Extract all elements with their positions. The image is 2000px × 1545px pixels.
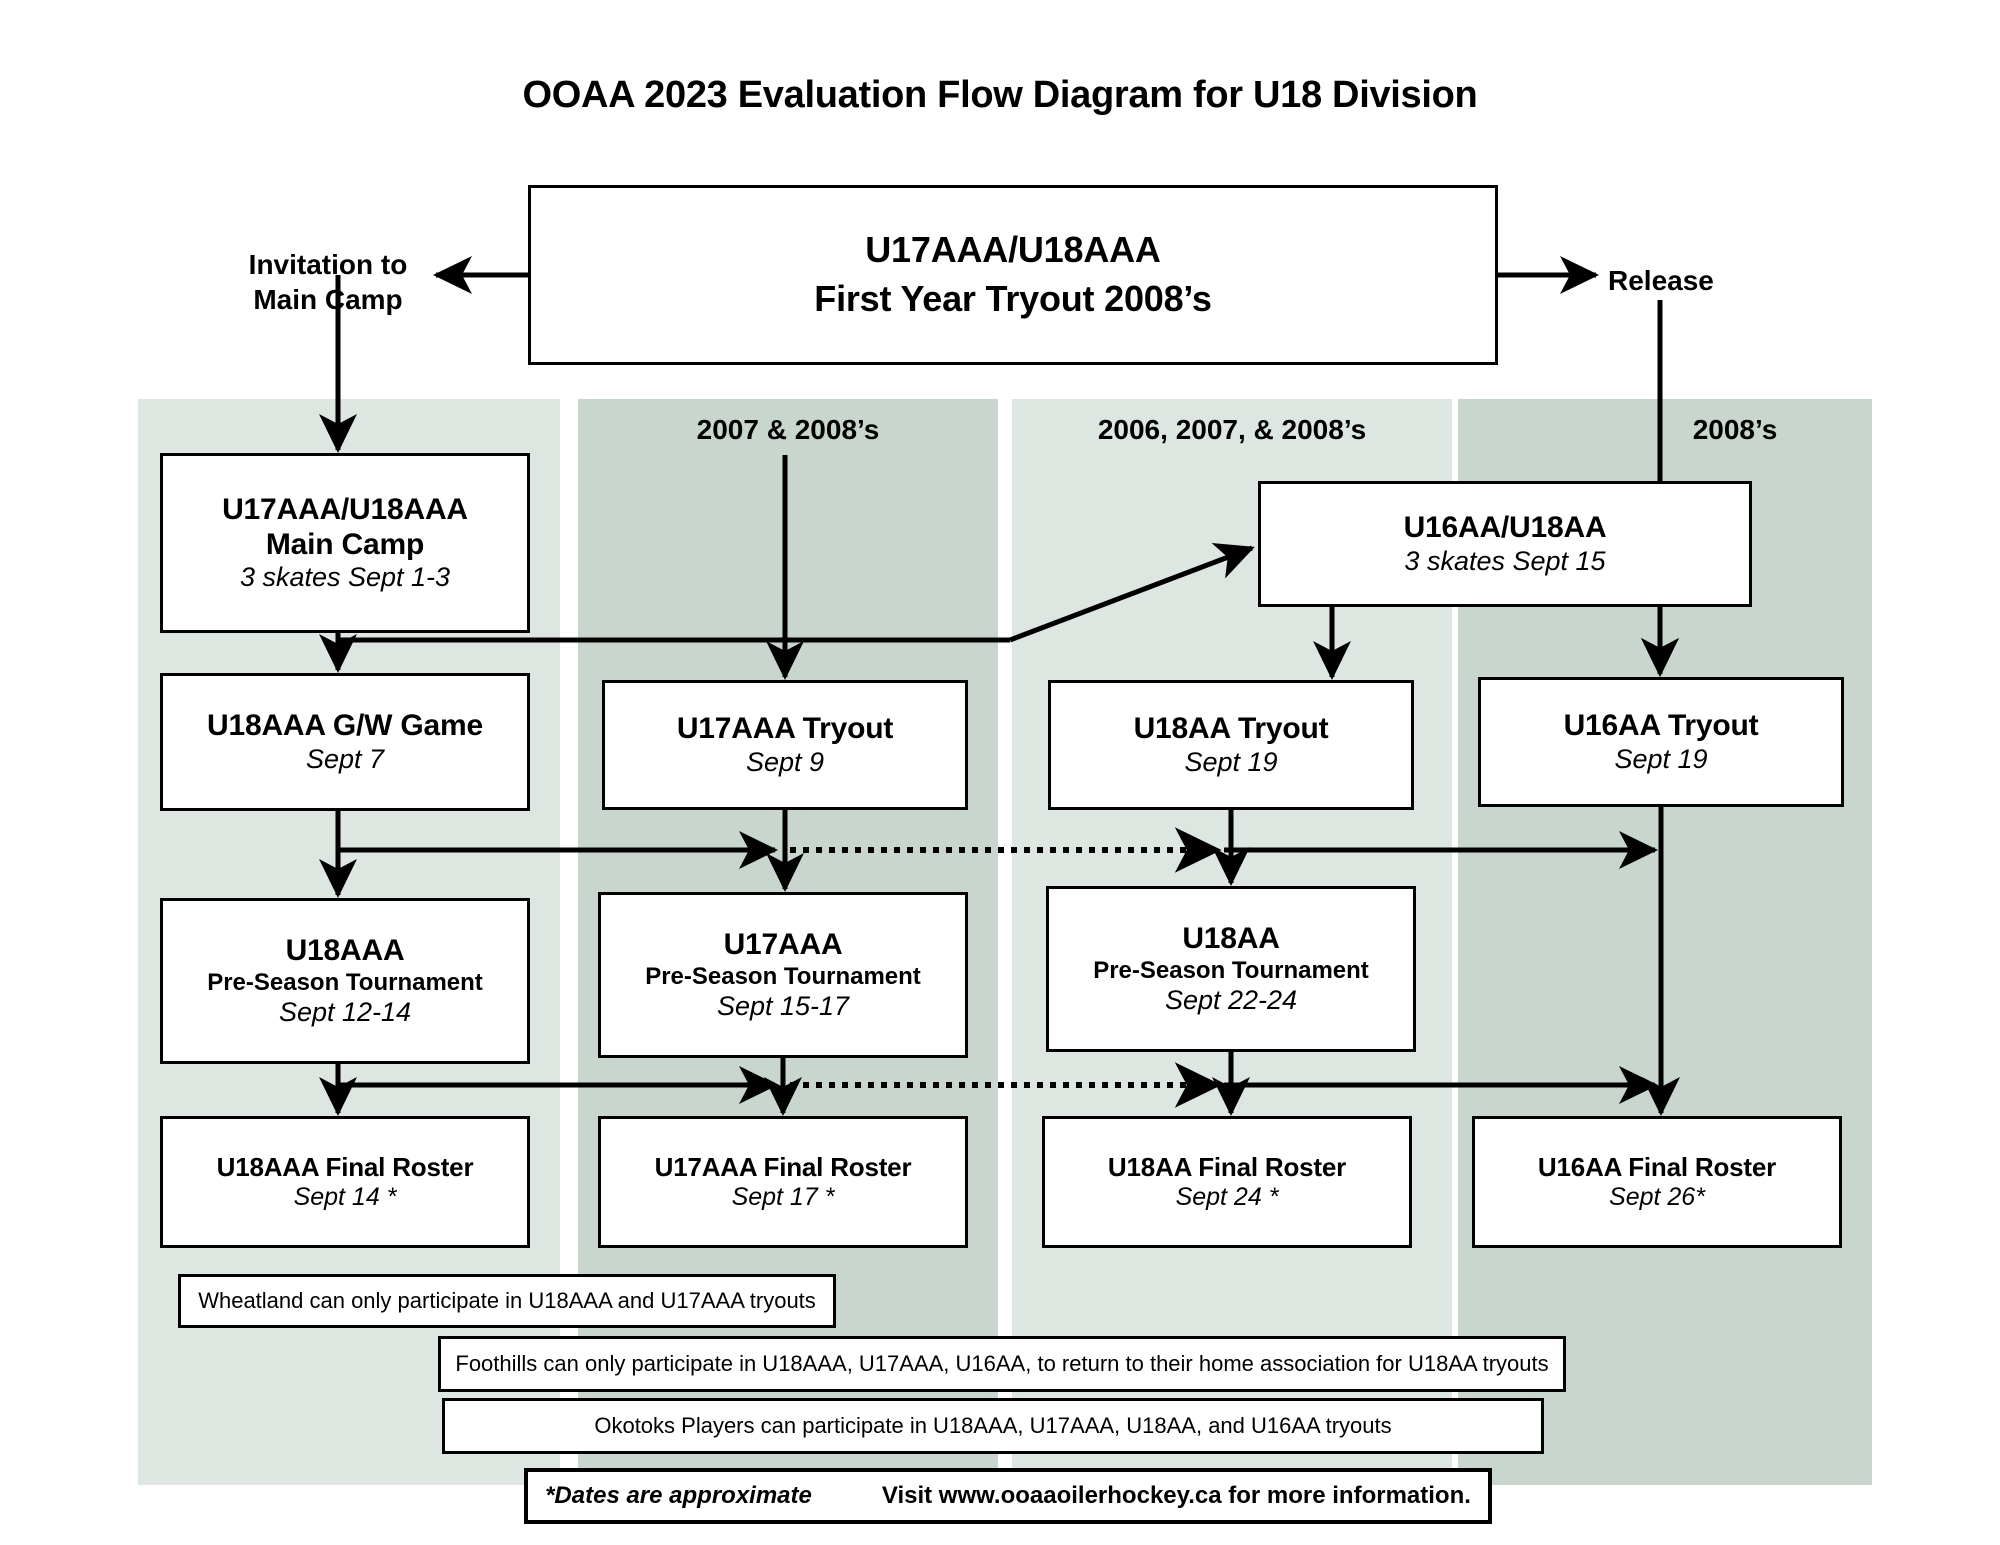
label-release: Release xyxy=(1608,265,1714,296)
footer-website-note: Visit www.ooaaoilerhockey.ca for more in… xyxy=(881,1482,1471,1509)
node-u18aa-tryout[interactable]: U18AA Tryout Sept 19 xyxy=(1048,680,1414,810)
node-title: U18AA Final Roster xyxy=(1107,1151,1347,1182)
column-header-u17aaa: 2007 & 2008’s xyxy=(696,414,880,445)
node-first-year-tryout[interactable]: U17AAA/U18AAA First Year Tryout 2008’s xyxy=(528,185,1498,365)
node-title: U17AAA Final Roster xyxy=(654,1151,912,1182)
node-title: U16AA Final Roster xyxy=(1537,1151,1777,1182)
label-line-2: Main Camp xyxy=(253,284,403,315)
node-u18aaa-final-roster[interactable]: U18AAA Final Roster Sept 14 * xyxy=(160,1116,530,1248)
node-title: U17AAA xyxy=(723,928,843,962)
node-title: U16AA/U18AA xyxy=(1403,511,1607,545)
node-subtitle: Pre-Season Tournament xyxy=(1093,956,1369,984)
node-title-2: Main Camp xyxy=(265,528,425,562)
node-title-2: First Year Tryout 2008’s xyxy=(814,278,1212,319)
node-date: Sept 14 * xyxy=(293,1182,397,1211)
node-title: U18AA Tryout xyxy=(1133,712,1329,746)
note-wheatland: Wheatland can only participate in U18AAA… xyxy=(178,1274,836,1328)
node-date: Sept 15-17 xyxy=(716,990,850,1021)
node-date: Sept 17 * xyxy=(731,1182,835,1211)
node-date: Sept 19 xyxy=(1614,743,1708,774)
node-date: Sept 7 xyxy=(305,743,385,774)
note-okotoks: Okotoks Players can participate in U18AA… xyxy=(442,1398,1544,1454)
node-subtitle: Pre-Season Tournament xyxy=(645,962,921,990)
node-title: U18AAA xyxy=(285,934,405,968)
node-date: Sept 12-14 xyxy=(278,996,412,1027)
node-subtitle: Pre-Season Tournament xyxy=(207,968,483,996)
node-title: U17AAA/U18AAA xyxy=(865,229,1161,271)
label-invitation-to-main-camp: Invitation to Main Camp xyxy=(228,247,428,317)
node-date: Sept 22-24 xyxy=(1164,984,1298,1015)
note-foothills: Foothills can only participate in U18AAA… xyxy=(438,1336,1566,1392)
node-u18aa-pre-season-tournament[interactable]: U18AA Pre-Season Tournament Sept 22-24 xyxy=(1046,886,1416,1052)
node-date: Sept 26* xyxy=(1609,1182,1705,1211)
node-u16aa-tryout[interactable]: U16AA Tryout Sept 19 xyxy=(1478,677,1844,807)
column-header-u18aa: 2006, 2007, & 2008’s xyxy=(1097,414,1367,445)
node-u16aa-final-roster[interactable]: U16AA Final Roster Sept 26* xyxy=(1472,1116,1842,1248)
node-u17aaa-final-roster[interactable]: U17AAA Final Roster Sept 17 * xyxy=(598,1116,968,1248)
footer-dates-note: *Dates are approximate xyxy=(545,1482,812,1509)
node-main-camp[interactable]: U17AAA/U18AAA Main Camp 3 skates Sept 1-… xyxy=(160,453,530,633)
node-date: 3 skates Sept 1-3 xyxy=(239,562,451,593)
label-line-1: Invitation to xyxy=(248,249,408,280)
node-title: U18AA xyxy=(1182,922,1280,956)
node-u17aaa-pre-season-tournament[interactable]: U17AAA Pre-Season Tournament Sept 15-17 xyxy=(598,892,968,1058)
node-title: U18AAA Final Roster xyxy=(216,1151,474,1182)
column-header-u16aa: 2008’s xyxy=(1692,414,1778,445)
node-date: 3 skates Sept 15 xyxy=(1404,545,1606,576)
node-u18aaa-gw-game[interactable]: U18AAA G/W Game Sept 7 xyxy=(160,673,530,811)
page-title: OOAA 2023 Evaluation Flow Diagram for U1… xyxy=(522,74,1478,116)
node-title: U17AAA Tryout xyxy=(676,712,894,746)
node-u18aaa-pre-season-tournament[interactable]: U18AAA Pre-Season Tournament Sept 12-14 xyxy=(160,898,530,1064)
node-title: U17AAA/U18AAA xyxy=(222,492,468,526)
footer-bar: *Dates are approximate Visit www.ooaaoil… xyxy=(524,1468,1492,1524)
node-title: U16AA Tryout xyxy=(1563,709,1759,743)
node-title: U18AAA G/W Game xyxy=(207,709,483,743)
node-date: Sept 24 * xyxy=(1175,1182,1279,1211)
node-u18aa-final-roster[interactable]: U18AA Final Roster Sept 24 * xyxy=(1042,1116,1412,1248)
node-date: Sept 19 xyxy=(1184,746,1278,777)
node-u17aaa-tryout[interactable]: U17AAA Tryout Sept 9 xyxy=(602,680,968,810)
node-date: Sept 9 xyxy=(745,746,825,777)
node-u16aa-u18aa[interactable]: U16AA/U18AA 3 skates Sept 15 xyxy=(1258,481,1752,607)
